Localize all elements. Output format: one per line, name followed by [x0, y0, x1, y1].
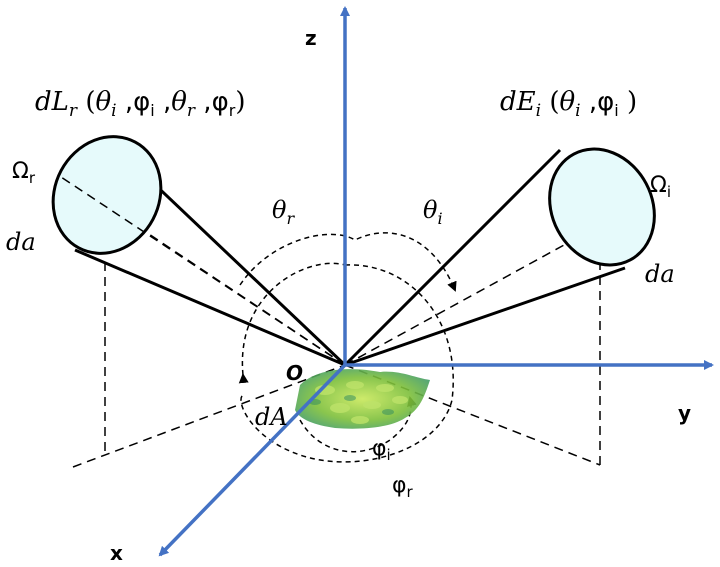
origin-label: O: [286, 361, 303, 385]
phi-i-label: φi: [372, 436, 391, 464]
phi-r-label: φr: [392, 473, 414, 501]
omega-i-label: Ωi: [650, 173, 671, 201]
theta-r-label: θr: [272, 196, 295, 228]
x-axis: [158, 363, 347, 557]
da-right-label: da: [645, 260, 675, 288]
x-axis-label: x: [110, 541, 123, 565]
y-axis-label: y: [678, 401, 691, 425]
theta-i-label: θi: [423, 196, 443, 228]
dA-label: dA: [255, 403, 288, 431]
svg-text:dEi (θi ,φi ): dEi (θi ,φi ): [500, 87, 637, 121]
cone-center-lines: [57, 174, 346, 366]
radiance-label: dLr (θi ,φi ,θr ,φr): [35, 87, 245, 121]
da-left-label: da: [6, 228, 36, 256]
svg-text:dLr (θi ,φi ,θr ,φr): dLr (θi ,φi ,θr ,φr): [35, 87, 245, 121]
axes: [158, 6, 714, 557]
surface-patch-dA: [295, 369, 430, 429]
irradiance-label: dEi (θi ,φi ): [500, 87, 637, 121]
cone-right: [343, 147, 656, 367]
omega-r-label: Ωr: [12, 159, 36, 187]
cone-left: [51, 135, 347, 367]
z-axis-label: z: [305, 26, 317, 50]
